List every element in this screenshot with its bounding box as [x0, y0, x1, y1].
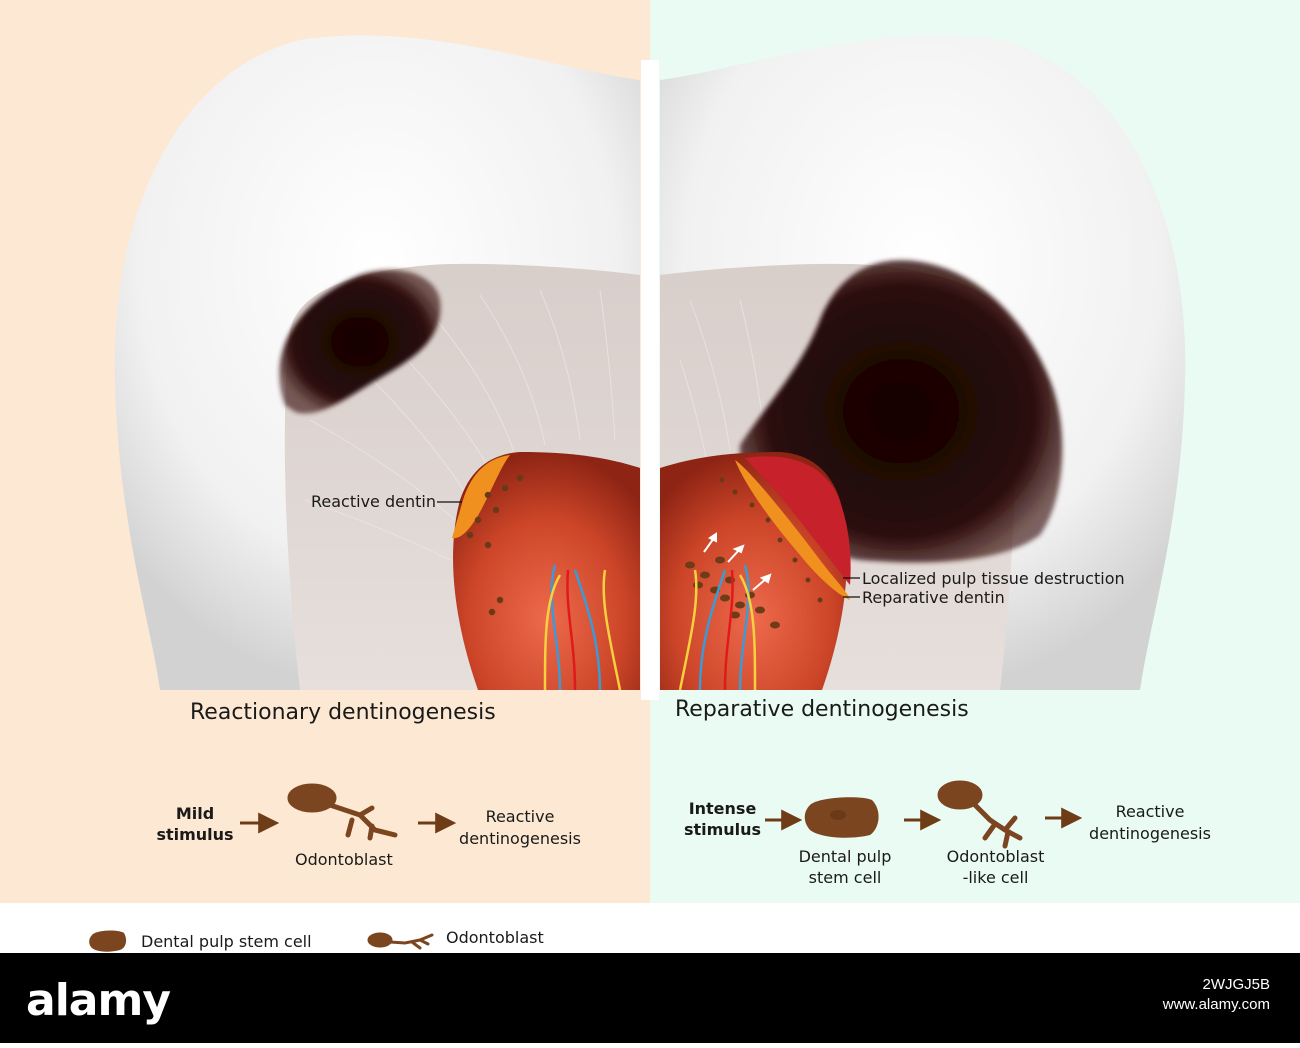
- stock-logo: alamy: [26, 975, 171, 1026]
- stock-site: www.alamy.com: [1162, 996, 1270, 1013]
- left-result-label: Reactive dentinogenesis: [455, 806, 585, 850]
- reactive-dentin-label: Reactive dentin: [311, 492, 436, 511]
- localized-destruction-label: Localized pulp tissue destruction: [862, 569, 1125, 588]
- right-like-line1: Odontoblast: [946, 847, 1045, 866]
- right-stem-line1: Dental pulp: [798, 847, 892, 866]
- right-result-label: Reactive dentinogenesis: [1085, 801, 1215, 845]
- reparative-dentin-label: Reparative dentin: [862, 588, 1005, 607]
- left-stimulus-line1: Mild: [175, 804, 215, 823]
- right-result-line2: dentinogenesis: [1089, 824, 1211, 843]
- right-stimulus-label: Intense stimulus: [680, 798, 765, 840]
- left-odontoblast-label: Odontoblast: [295, 850, 393, 869]
- right-localized-destruction: [745, 456, 851, 585]
- left-odontoblast-layer: [466, 474, 524, 616]
- right-reparative-dentin: [735, 460, 850, 600]
- right-section-title: Reparative dentinogenesis: [675, 697, 969, 722]
- legend-stem-cell-swatch: [89, 930, 127, 952]
- right-stimulus-line1: Intense: [688, 799, 757, 818]
- left-stimulus-line2: stimulus: [156, 825, 234, 844]
- stock-image-id: 2WJGJ5B: [1202, 976, 1270, 993]
- right-stem-line2: stem cell: [808, 868, 882, 887]
- right-odontoblast-layer: [719, 477, 823, 603]
- legend-stem-cell-label: Dental pulp stem cell: [141, 932, 312, 951]
- right-tooth: [660, 35, 1186, 691]
- right-migration-arrows: [703, 532, 772, 591]
- left-tooth: [114, 35, 640, 691]
- legend-strip: [0, 903, 1300, 953]
- left-result-line2: dentinogenesis: [459, 829, 581, 848]
- right-stem-cell-shape: [804, 797, 879, 838]
- legend-odontoblast-label: Odontoblast: [446, 928, 544, 947]
- left-vessels-nerves: [543, 564, 622, 691]
- left-reactive-dentin: [452, 455, 510, 539]
- left-odontoblast-cell: [287, 783, 398, 841]
- left-stimulus-label: Mild stimulus: [150, 803, 240, 845]
- right-odontoblast-like-label: Odontoblast -like cell: [938, 846, 1053, 888]
- left-caries-lesion: [279, 269, 441, 414]
- stock-image-info: 2WJGJ5B www.alamy.com: [1163, 975, 1270, 1015]
- center-divider: [641, 60, 659, 700]
- right-vessels-nerves: [678, 564, 757, 691]
- right-like-line2: -like cell: [962, 868, 1029, 887]
- left-section-title: Reactionary dentinogenesis: [190, 700, 496, 725]
- right-result-line1: Reactive: [1115, 802, 1185, 821]
- right-stem-cells: [685, 556, 780, 629]
- legend-odontoblast-swatch: [367, 932, 434, 950]
- stock-footer-bar: [0, 953, 1300, 1043]
- right-stem-cell-label: Dental pulp stem cell: [790, 846, 900, 888]
- right-odontoblast-like-cell: [937, 780, 1023, 849]
- right-stimulus-line2: stimulus: [683, 820, 762, 839]
- left-result-line1: Reactive: [485, 807, 555, 826]
